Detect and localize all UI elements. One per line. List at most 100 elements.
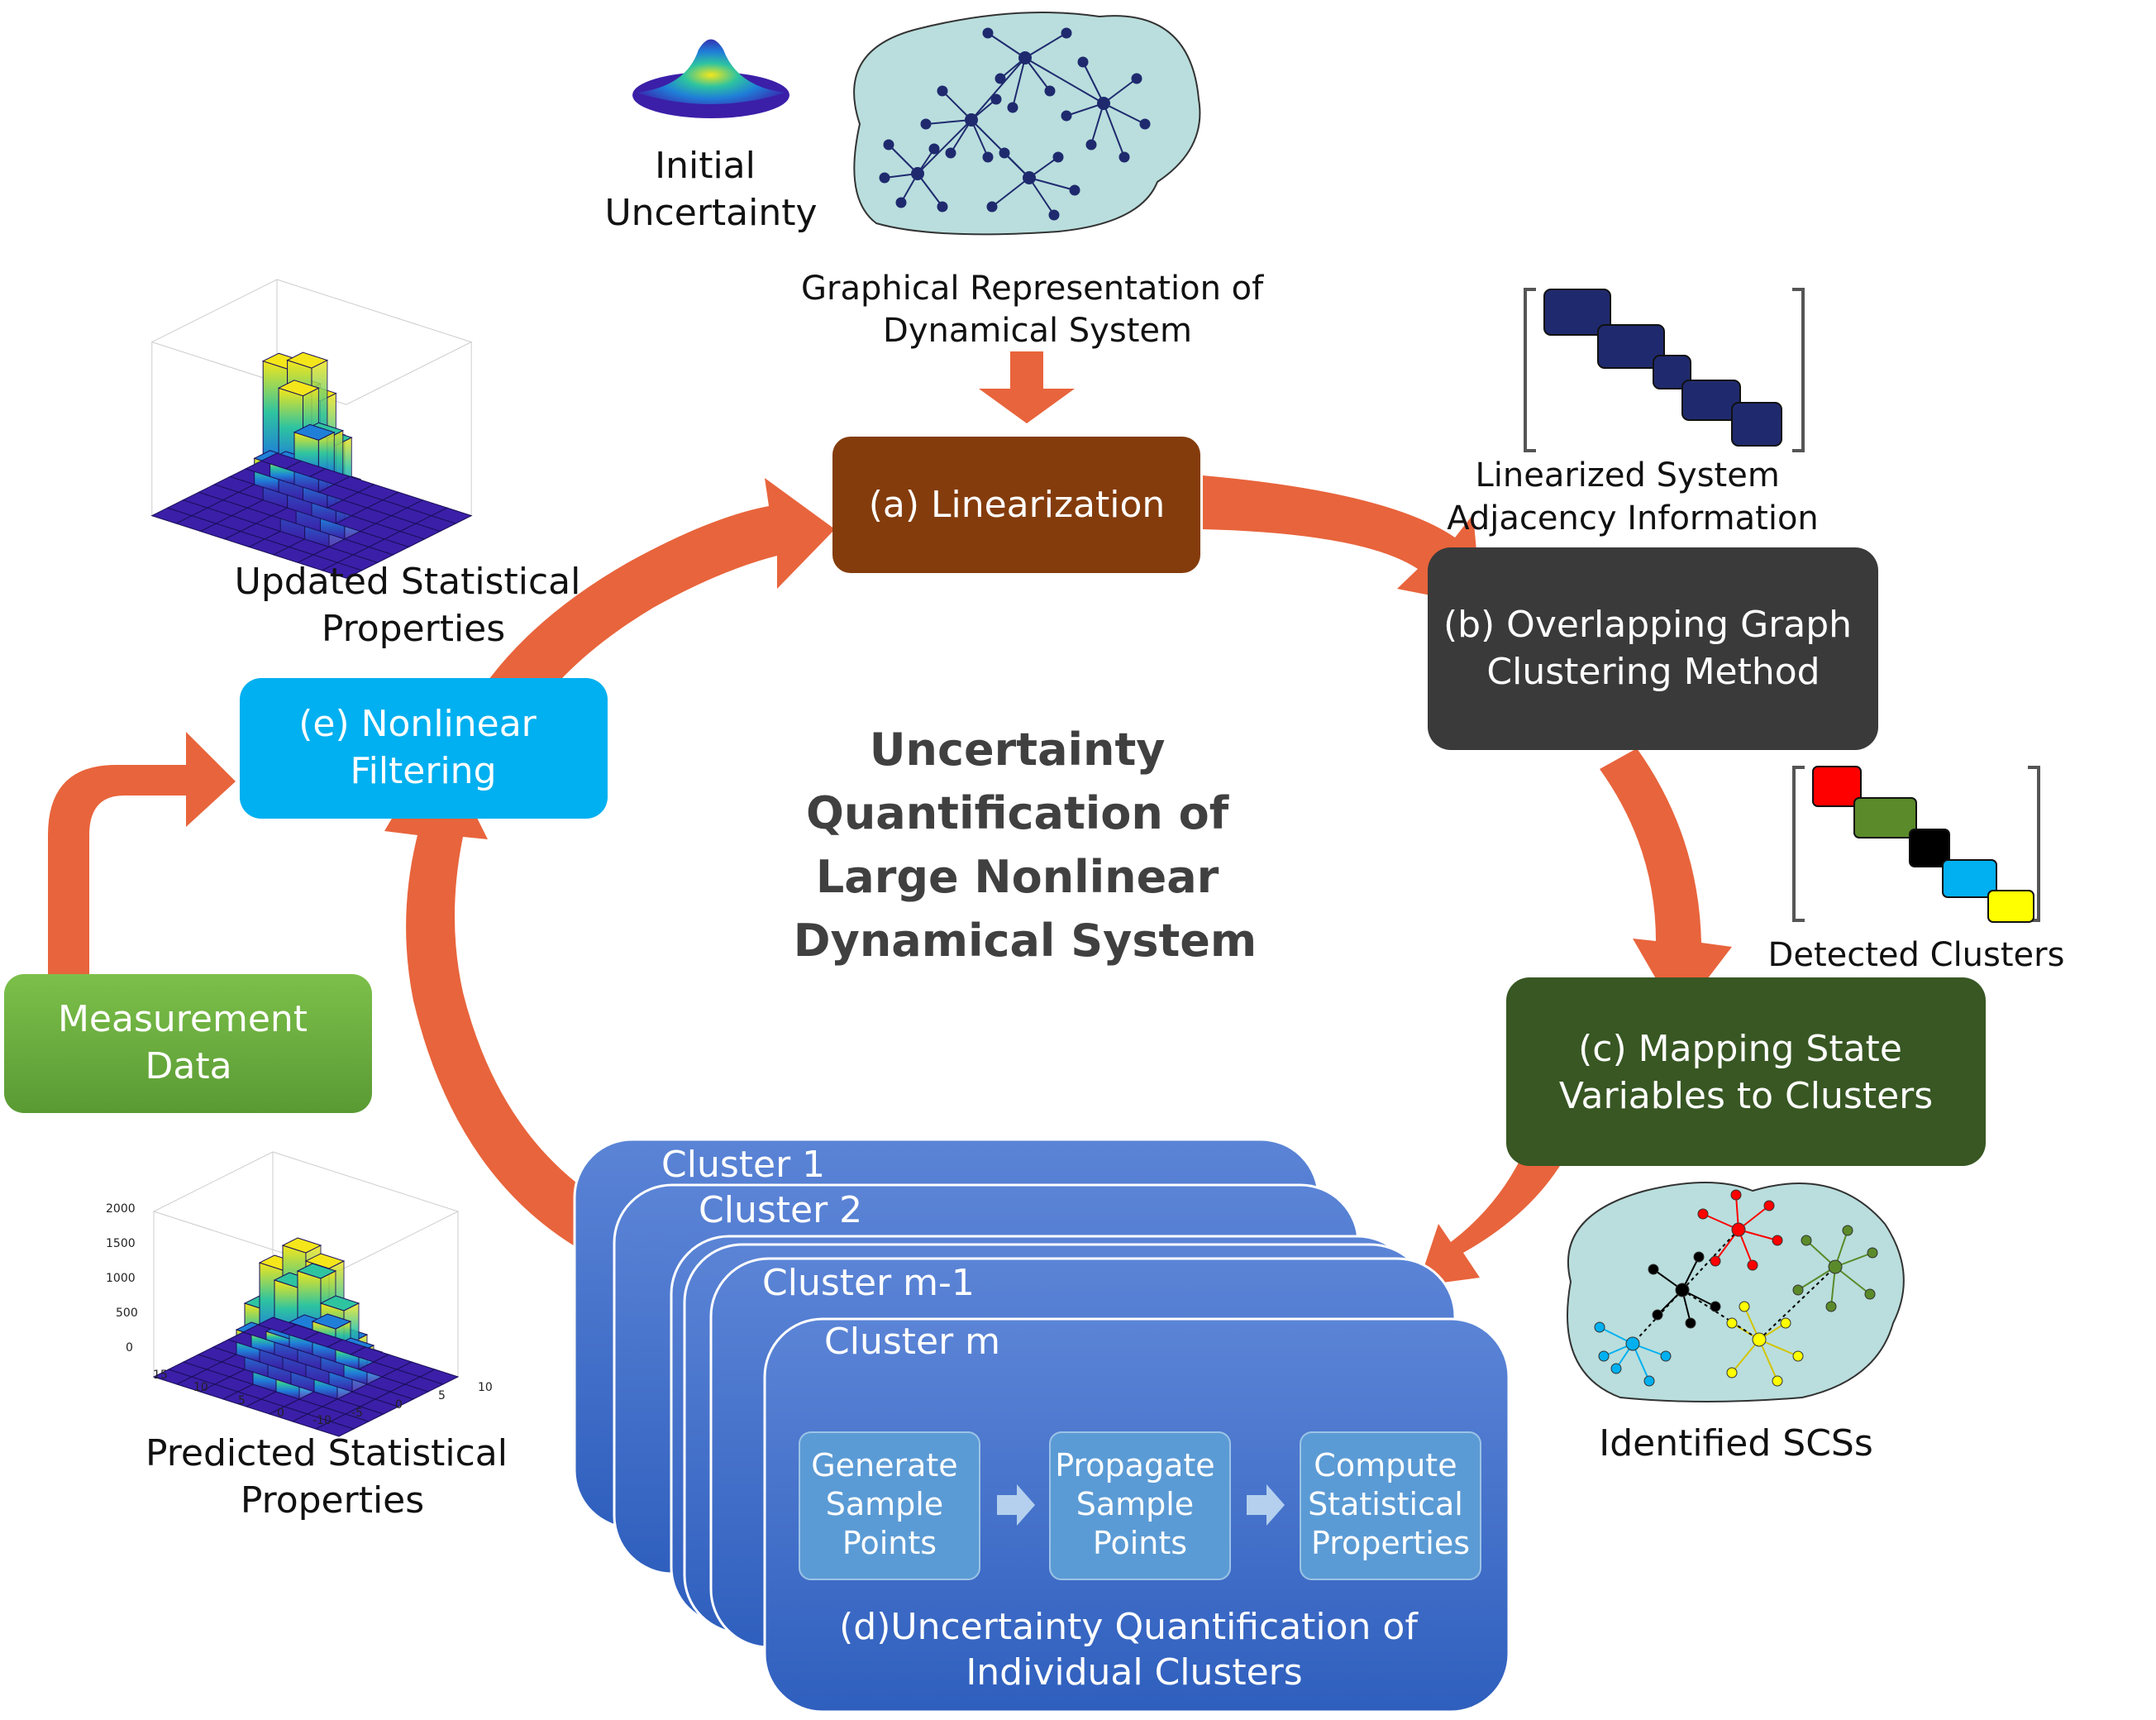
step-compute[interactable]: Compute Statistical Properties — [1300, 1431, 1481, 1580]
network-hub — [1023, 171, 1036, 184]
plot-bar-top — [296, 1263, 337, 1279]
network-node — [1139, 118, 1151, 130]
arrow-b-to-c — [1600, 748, 1732, 1017]
scs-node — [1710, 1255, 1721, 1267]
network-node — [928, 143, 940, 155]
network-node — [895, 197, 907, 208]
network-edge — [1090, 103, 1104, 146]
scs-bridge-edge — [1632, 1289, 1683, 1345]
plot-floor-cell — [418, 1369, 460, 1385]
network-edge — [971, 119, 1030, 179]
gaussian-peak — [637, 39, 785, 104]
initial-uncertainty-caption: Initial Uncertainty — [604, 145, 817, 234]
y-tick: 5 — [238, 1394, 246, 1407]
network-edge — [1082, 61, 1104, 104]
plot-bar-top — [277, 380, 320, 397]
network-edge — [1012, 57, 1026, 108]
step-propagate[interactable]: Propagate Sample Points — [1049, 1431, 1231, 1580]
plot-bar-top — [311, 1313, 352, 1330]
identified-scss-figure — [1567, 1182, 1905, 1402]
identified-scss-caption: Identified SCSs — [1599, 1422, 1873, 1464]
cluster-card-label: Cluster m — [824, 1321, 1000, 1363]
network-edge — [1028, 177, 1076, 191]
network-edge — [991, 177, 1030, 208]
cluster-card-label: Cluster m-1 — [762, 1262, 975, 1304]
step-arrow-icon — [997, 1484, 1035, 1526]
arrow-c-to-d — [1418, 1158, 1562, 1286]
scs-node — [1763, 1200, 1775, 1211]
z-tick: 1500 — [106, 1237, 136, 1250]
scs-hub — [1731, 1222, 1746, 1237]
updated-stats-plot — [150, 279, 473, 579]
scs-edge — [1758, 1339, 1778, 1382]
x-tick: 0 — [395, 1398, 403, 1412]
svg-text:Generate Sample: Generate Sample Points — [811, 1447, 968, 1561]
node-nonlinear-filtering[interactable]: (e) Nonlinear Filtering — [240, 678, 608, 819]
node-mapping[interactable]: (c) Mapping State Variables to Clusters — [1506, 977, 1986, 1166]
detected-clusters-caption: Detected Clusters — [1768, 936, 2065, 974]
cluster-card-label: Cluster 1 — [661, 1144, 825, 1186]
matrix-bracket-left — [1524, 288, 1536, 452]
scs-edge — [1797, 1266, 1836, 1291]
network-edge — [942, 90, 972, 121]
scs-node — [1685, 1317, 1696, 1329]
x-tick: 5 — [438, 1389, 446, 1402]
network-hub — [1018, 51, 1032, 64]
scs-node — [1693, 1251, 1705, 1263]
scs-node — [1643, 1375, 1655, 1387]
y-tick: 0 — [277, 1407, 284, 1420]
network-edge — [987, 32, 1026, 59]
plot-bar-top — [286, 351, 329, 369]
network-node — [879, 172, 890, 184]
network-edge — [917, 119, 972, 174]
graph-network — [879, 27, 1151, 221]
scs-node — [1610, 1363, 1622, 1374]
scss-blob-background — [1567, 1182, 1905, 1402]
detected-clusters-figure — [1792, 766, 2040, 923]
network-node — [1052, 151, 1064, 163]
scs-node — [1842, 1225, 1853, 1236]
network-hub — [911, 167, 924, 180]
scs-node — [1801, 1235, 1812, 1246]
network-node — [1069, 184, 1080, 196]
measurement-data-box[interactable]: Measurement Data — [4, 974, 372, 1113]
node-uq-clusters-label: (d)Uncertainty Quantification of Individ… — [839, 1606, 1429, 1694]
scs-node — [1697, 1208, 1709, 1220]
network-edge — [888, 144, 918, 174]
x-tick: -5 — [351, 1407, 363, 1420]
scs-node — [1598, 1350, 1610, 1362]
plot-floor-cell — [430, 507, 473, 524]
plot-bar-top — [293, 423, 336, 441]
node-graph-clustering[interactable]: (b) Overlapping Graph Clustering Method — [1428, 547, 1878, 750]
network-node — [1119, 151, 1130, 163]
scs-node — [1772, 1375, 1783, 1387]
step-generate[interactable]: Generate Sample Points — [799, 1431, 980, 1580]
network-node — [986, 201, 998, 213]
scs-node — [1594, 1321, 1605, 1333]
scs-node — [1652, 1309, 1663, 1321]
network-node — [1077, 56, 1089, 68]
plot-top-frame — [150, 279, 473, 405]
network-node — [999, 147, 1010, 159]
node-graph-clustering-label: (b) Overlapping Graph Clustering Method — [1443, 604, 1863, 693]
scs-hub — [1675, 1283, 1690, 1297]
scs-node — [1648, 1264, 1659, 1275]
network-node — [995, 73, 1006, 84]
network-node — [1048, 209, 1060, 221]
scs-node — [1780, 1317, 1791, 1329]
node-mapping-label: (c) Mapping State Variables to Clusters — [1559, 1028, 1933, 1117]
arrow-a-to-b — [1203, 475, 1481, 605]
node-linearization[interactable]: (a) Linearization — [832, 437, 1200, 573]
network-node — [1007, 102, 1018, 113]
node-linearization-label: (a) Linearization — [869, 484, 1166, 526]
scs-hub — [1828, 1259, 1843, 1274]
scs-node — [1772, 1235, 1783, 1246]
scs-node — [1825, 1301, 1837, 1312]
y-tick: 15 — [153, 1369, 168, 1382]
scs-bridge-edge — [1758, 1266, 1836, 1340]
z-tick: 2000 — [106, 1202, 136, 1216]
network-edge — [925, 119, 972, 125]
arrow-graph-to-a — [979, 351, 1075, 423]
network-node — [1044, 85, 1056, 97]
scs-node — [1726, 1317, 1738, 1329]
